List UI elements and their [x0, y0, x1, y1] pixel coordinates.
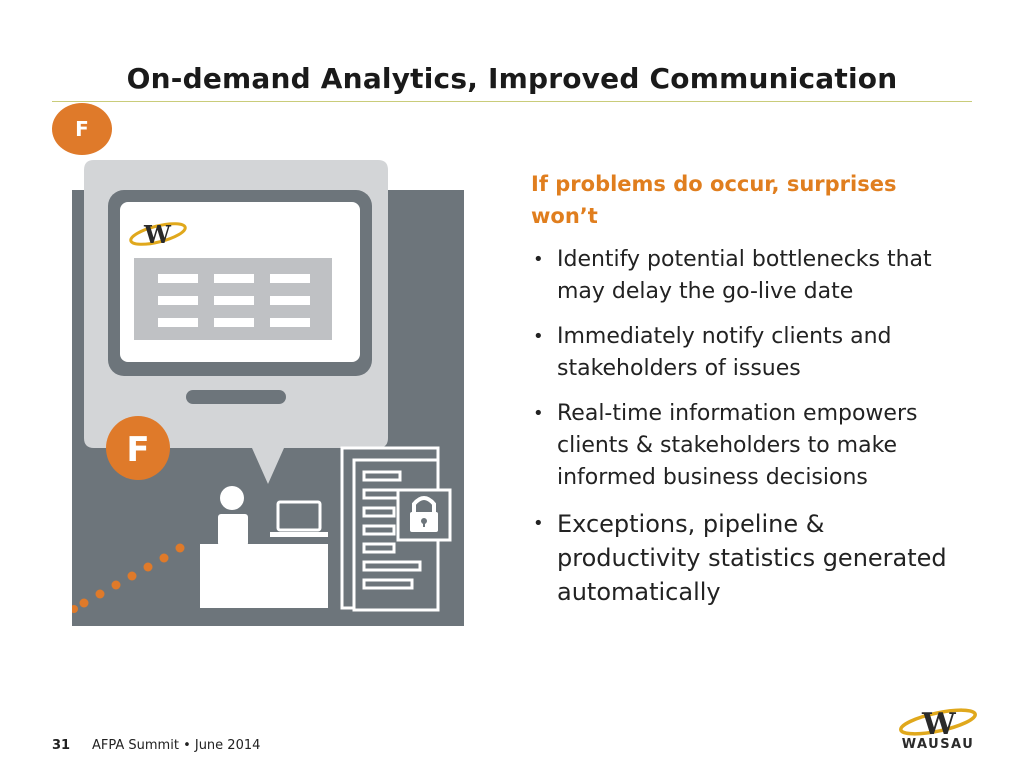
analytics-illustration: W F — [72, 160, 464, 626]
bullet-item: • Exceptions, pipeline & productivity sta… — [531, 507, 971, 609]
wausau-logo: W — [899, 707, 977, 742]
bullet-dot: • — [533, 403, 544, 424]
bullet-text: Exceptions, pipeline & productivity stat… — [557, 510, 947, 606]
bullet-item: • Identify potential bottlenecks that may… — [531, 244, 971, 308]
document-lines — [362, 470, 422, 590]
dotted-trail — [72, 543, 185, 613]
bullet-item: • Real-time information empowers clients … — [531, 398, 971, 494]
desk — [200, 544, 328, 608]
laptop-base — [270, 532, 328, 537]
bullet-dot: • — [533, 326, 544, 347]
bullet-dot: • — [533, 249, 544, 270]
section-badge: F — [52, 103, 112, 155]
footer-text: AFPA Summit • June 2014 — [92, 738, 261, 753]
table-cells — [158, 274, 310, 327]
bullet-list: • Identify potential bottlenecks that may… — [531, 244, 971, 622]
bullet-item: • Immediately notify clients and stakehol… — [531, 321, 971, 385]
page-number: 31 — [52, 738, 71, 753]
logo-wordmark: WAUSAU — [901, 737, 975, 752]
bullet-text: Immediately notify clients and stakehold… — [557, 324, 892, 381]
laptop-screen — [276, 500, 322, 532]
bullet-dot: • — [533, 513, 544, 534]
bubble-badge — [106, 416, 170, 480]
lock-icon — [410, 496, 438, 532]
svg-text:W: W — [921, 707, 957, 742]
svg-text:W: W — [143, 220, 172, 249]
bullet-text: Real-time information empowers clients &… — [557, 401, 918, 490]
bullet-text: Identify potential bottlenecks that may … — [557, 247, 932, 304]
person-body — [218, 514, 248, 546]
slide-title: On-demand Analytics, Improved Communicat… — [126, 62, 898, 95]
bubble-badge-letter: F — [126, 430, 149, 470]
wausau-logo-icon: W — [129, 220, 187, 249]
content-heading: If problems do occur, surprises won’t — [531, 172, 897, 228]
title-divider — [52, 101, 972, 102]
monitor-stand — [186, 390, 286, 404]
person-head — [220, 486, 244, 510]
